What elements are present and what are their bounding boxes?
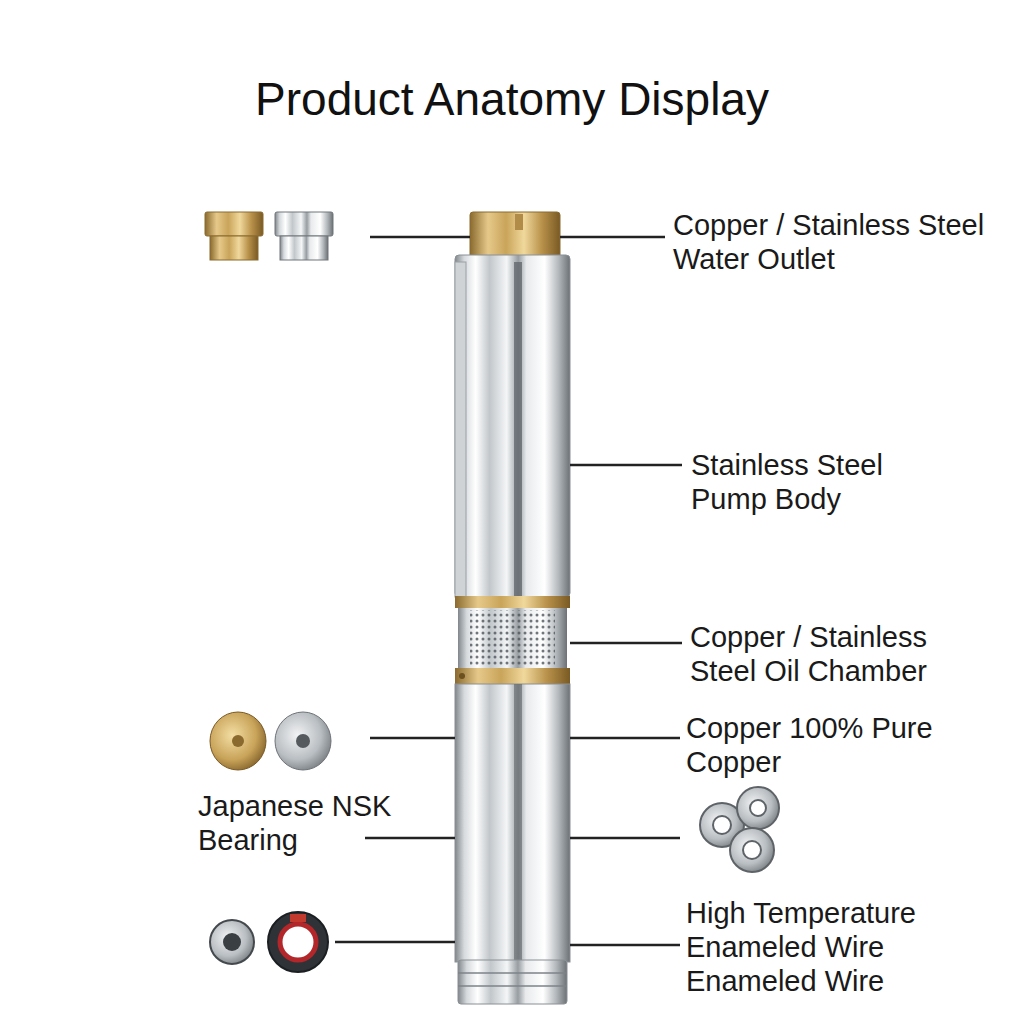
brass-thread xyxy=(210,236,258,260)
intake-holes xyxy=(470,610,555,666)
intake-mesh xyxy=(458,608,567,668)
part-label: High Temperature Enameled Wire Enameled … xyxy=(686,896,958,998)
outlet-cap xyxy=(470,212,560,258)
bearing xyxy=(737,787,779,829)
brass-disc xyxy=(210,712,266,770)
page-title: Product Anatomy Display xyxy=(0,72,1024,126)
leader-line xyxy=(560,236,665,239)
base-band xyxy=(458,972,567,974)
stator-core xyxy=(223,933,241,951)
coil-winding xyxy=(280,924,316,960)
ring-screw xyxy=(459,673,465,679)
steel-thread xyxy=(280,236,328,260)
stator xyxy=(210,920,254,964)
cable-guard xyxy=(455,262,466,597)
leader-line xyxy=(570,837,680,840)
part-label: Copper / Stainless Steel Water Outlet xyxy=(673,208,1003,276)
leader-line xyxy=(370,737,455,740)
disc-hub xyxy=(232,735,244,747)
chamber-discs xyxy=(210,712,331,770)
bearing-bore xyxy=(743,841,761,859)
motor-body xyxy=(455,684,570,962)
bearing xyxy=(730,828,774,872)
brass-ring xyxy=(455,668,570,684)
body-stripe xyxy=(514,684,522,962)
motor-base xyxy=(458,960,567,1004)
body-stripe xyxy=(514,262,522,597)
motor-parts xyxy=(210,912,328,972)
outlet-notch xyxy=(515,214,523,230)
part-label: Copper 100% Pure Copper xyxy=(686,711,948,779)
coil-ring xyxy=(268,912,328,972)
brass-nut xyxy=(205,212,263,236)
outlet-fittings xyxy=(205,212,333,260)
leader-line xyxy=(570,464,682,467)
leader-line xyxy=(335,941,455,944)
brass-ring xyxy=(455,596,570,608)
coil-lead xyxy=(290,914,306,922)
leader-line xyxy=(570,944,680,947)
leader-line xyxy=(570,642,682,645)
part-label: Stainless Steel Pump Body xyxy=(691,448,911,516)
bearing-bore xyxy=(750,800,766,816)
steel-disc xyxy=(275,712,331,770)
pump-body xyxy=(455,255,570,597)
bearing-bore xyxy=(713,816,731,834)
part-label: Copper / Stainless Steel Oil Chamber xyxy=(690,620,952,688)
bearings xyxy=(700,787,779,872)
steel-nut xyxy=(275,212,333,236)
part-label: Japanese NSK Bearing xyxy=(198,789,410,857)
leader-lines xyxy=(335,237,682,945)
leader-line xyxy=(370,236,470,239)
disc-hub xyxy=(296,734,310,748)
leader-line xyxy=(570,737,680,740)
leader-line xyxy=(365,837,455,840)
base-band xyxy=(458,985,567,987)
